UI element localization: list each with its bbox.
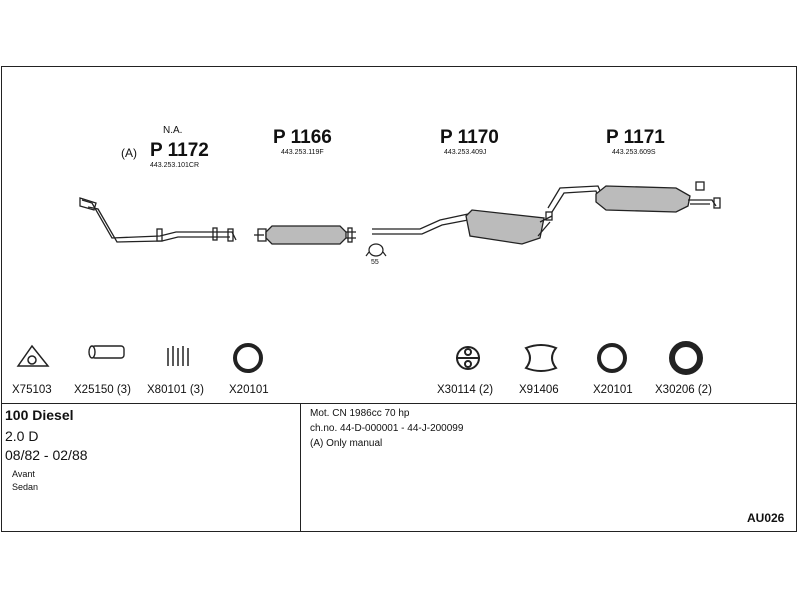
clamp-55-label: 55 bbox=[371, 259, 379, 266]
vehicle-body-sedan: Sedan bbox=[12, 482, 39, 492]
p1172-na-label: N.A. bbox=[163, 125, 183, 136]
p1171-part-number: P 1171 bbox=[606, 127, 665, 148]
diagram-frame bbox=[1, 66, 797, 532]
rubber-ring-icon bbox=[669, 341, 703, 375]
p1170-oem-number: 443.253.409J bbox=[444, 149, 487, 156]
p1170-part-number: P 1170 bbox=[440, 127, 499, 148]
diagram-code: AU026 bbox=[747, 511, 785, 525]
note-manual-only: (A) Only manual bbox=[310, 438, 383, 449]
middle-silencer-drawing bbox=[254, 225, 356, 245]
accessory-code: X30206 (2) bbox=[655, 384, 712, 396]
p1172-part-number: P 1172 bbox=[150, 140, 209, 161]
accessory-code: X20101 bbox=[593, 384, 633, 396]
p1172-annotation: (A) bbox=[121, 146, 137, 160]
pipe-sleeve-icon bbox=[88, 345, 125, 359]
note-engine: Mot. CN 1986cc 70 hp bbox=[310, 408, 410, 419]
vehicle-model: 100 Diesel bbox=[5, 407, 74, 423]
clamp-icon bbox=[524, 344, 558, 372]
accessory-code: X91406 bbox=[519, 384, 559, 396]
p1166-part-number: P 1166 bbox=[273, 127, 332, 148]
gasket-flange-icon bbox=[16, 344, 50, 367]
accessory-code: X80101 (3) bbox=[147, 384, 204, 396]
accessory-code: X25150 (3) bbox=[74, 384, 131, 396]
p1166-oem-number: 443.253.119F bbox=[281, 149, 324, 156]
accessory-code: X75103 bbox=[12, 384, 52, 396]
p1171-oem-number: 443.253.609S bbox=[612, 149, 656, 156]
note-chassis-range: ch.no. 44-D-000001 - 44-J-200099 bbox=[310, 423, 464, 434]
accessory-code: X30114 (2) bbox=[437, 384, 494, 396]
p1172-oem-number: 443.253.101CR bbox=[150, 162, 200, 169]
rubber-hanger-icon bbox=[456, 346, 480, 370]
spring-icon bbox=[167, 346, 189, 366]
vehicle-years: 08/82 - 02/88 bbox=[5, 447, 88, 463]
rear-silencer-drawing bbox=[547, 181, 721, 213]
accessory-code: X20101 bbox=[229, 384, 269, 396]
intermediate-silencer-drawing bbox=[372, 209, 553, 245]
clamp-55-drawing bbox=[365, 243, 387, 257]
ring-gasket-icon bbox=[597, 343, 627, 373]
front-pipe-drawing bbox=[79, 197, 237, 243]
divider-vertical bbox=[300, 403, 301, 532]
vehicle-engine: 2.0 D bbox=[5, 428, 39, 444]
vehicle-body-avant: Avant bbox=[12, 469, 35, 479]
ring-gasket-icon bbox=[233, 343, 263, 373]
divider-horizontal bbox=[1, 403, 797, 404]
